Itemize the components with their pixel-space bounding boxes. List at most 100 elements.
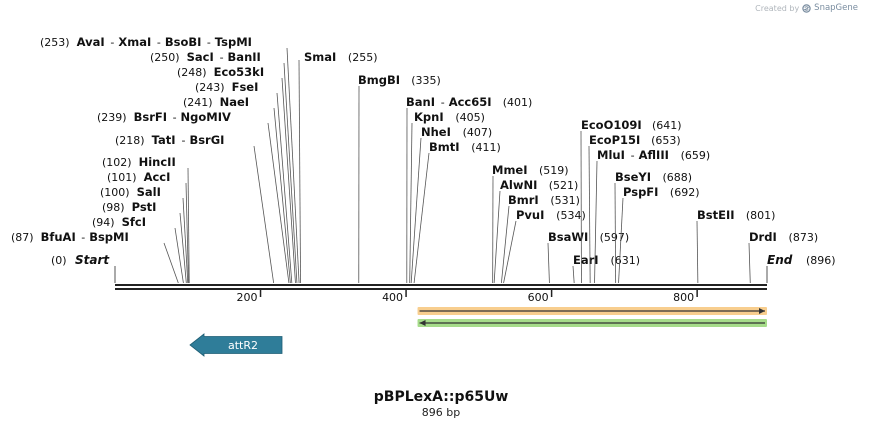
site-leader-line bbox=[185, 182, 189, 284]
enzyme-name: Eco53kI bbox=[214, 65, 265, 79]
site-leader-line bbox=[179, 212, 187, 284]
site-position: (521) bbox=[549, 179, 579, 192]
enzyme-name: KpnI bbox=[414, 110, 444, 124]
enzyme-name: SfcI bbox=[122, 215, 146, 229]
site-position: (401) bbox=[503, 96, 533, 109]
feature-label: attR2 bbox=[228, 339, 258, 352]
enzyme-name: BmtI bbox=[429, 140, 460, 154]
enzyme-name: HincII bbox=[139, 155, 176, 169]
enzyme-name: XmaI bbox=[118, 35, 151, 49]
site-separator: - bbox=[110, 36, 114, 49]
site-leader-line bbox=[298, 59, 301, 284]
site-leader-line bbox=[748, 242, 751, 284]
site-position: (653) bbox=[651, 134, 681, 147]
snapgene-logo-icon bbox=[802, 3, 811, 13]
site-leader-line bbox=[273, 107, 291, 284]
site-position: (335) bbox=[411, 74, 441, 87]
site-leader-line bbox=[493, 190, 501, 284]
tick-label: 600 bbox=[528, 291, 549, 304]
enzyme-name: EcoP15I bbox=[589, 133, 640, 147]
site-position: (659) bbox=[681, 149, 711, 162]
site-position: (102) bbox=[102, 156, 132, 169]
site-separator: - bbox=[441, 96, 445, 109]
start-position: (0) bbox=[51, 254, 67, 267]
site-position: (218) bbox=[115, 134, 145, 147]
site-separator: - bbox=[220, 51, 224, 64]
site-position: (250) bbox=[150, 51, 180, 64]
site-position: (641) bbox=[652, 119, 682, 132]
enzyme-name: BsrGI bbox=[189, 133, 224, 147]
site-position: (241) bbox=[183, 96, 213, 109]
site-position: (248) bbox=[177, 66, 207, 79]
site-separator: - bbox=[207, 36, 211, 49]
plasmid-length: 896 bp bbox=[421, 406, 461, 419]
site-position: (98) bbox=[102, 201, 125, 214]
enzyme-name: BstEII bbox=[697, 208, 735, 222]
site-separator: - bbox=[631, 149, 635, 162]
site-leader-line bbox=[283, 62, 298, 284]
enzyme-name: TatI bbox=[152, 133, 176, 147]
site-leader-line bbox=[500, 205, 510, 284]
enzyme-name: PstI bbox=[132, 200, 157, 214]
enzyme-name: BspMI bbox=[89, 230, 129, 244]
enzyme-name: BanII bbox=[228, 50, 261, 64]
enzyme-name: Acc65I bbox=[449, 95, 492, 109]
site-position: (407) bbox=[463, 126, 493, 139]
enzyme-name: SmaI bbox=[304, 50, 336, 64]
site-leader-line bbox=[174, 227, 184, 284]
enzyme-name: SacI bbox=[187, 50, 214, 64]
tick-label: 400 bbox=[382, 291, 403, 304]
site-position: (801) bbox=[746, 209, 776, 222]
end-position: (896) bbox=[806, 254, 836, 267]
enzyme-name: BsrFI bbox=[134, 110, 167, 124]
site-leader-line bbox=[696, 220, 699, 284]
site-position: (239) bbox=[97, 111, 127, 124]
feature-attR2-arrow bbox=[189, 333, 283, 357]
enzyme-name: EarI bbox=[573, 253, 599, 267]
start-label: Start bbox=[75, 253, 110, 267]
enzyme-name: MluI bbox=[597, 148, 625, 162]
enzyme-name: BfuAI bbox=[41, 230, 76, 244]
site-separator: - bbox=[157, 36, 161, 49]
site-position: (519) bbox=[539, 164, 569, 177]
site-leader-line bbox=[182, 197, 189, 284]
site-position: (597) bbox=[600, 231, 630, 244]
enzyme-name: NaeI bbox=[220, 95, 249, 109]
enzyme-name: DrdI bbox=[749, 230, 777, 244]
site-leader-line bbox=[253, 145, 275, 284]
enzyme-name: AlwNI bbox=[500, 178, 537, 192]
site-leader-line bbox=[618, 197, 624, 284]
enzyme-name: BanI bbox=[406, 95, 435, 109]
enzyme-name: BmrI bbox=[508, 193, 539, 207]
site-position: (87) bbox=[11, 231, 34, 244]
site-position: (411) bbox=[471, 141, 501, 154]
site-leader-line bbox=[163, 242, 179, 284]
site-leader-line bbox=[588, 145, 591, 284]
site-position: (243) bbox=[195, 81, 225, 94]
enzyme-name: BseYI bbox=[615, 170, 651, 184]
site-separator: - bbox=[81, 231, 85, 244]
enzyme-name: PspFI bbox=[623, 185, 658, 199]
enzyme-name: TspMI bbox=[215, 35, 252, 49]
enzyme-name: AccI bbox=[144, 170, 171, 184]
orf-arrowhead bbox=[759, 308, 765, 314]
enzyme-name: NheI bbox=[421, 125, 451, 139]
site-position: (100) bbox=[100, 186, 130, 199]
enzyme-name: MmeI bbox=[492, 163, 528, 177]
enzyme-name: BsoBI bbox=[165, 35, 202, 49]
site-position: (531) bbox=[550, 194, 580, 207]
site-position: (688) bbox=[662, 171, 692, 184]
credit-brand: SnapGene bbox=[814, 3, 858, 13]
enzyme-name: AvaI bbox=[77, 35, 105, 49]
site-position: (631) bbox=[610, 254, 640, 267]
site-leader-line bbox=[503, 220, 517, 284]
plasmid-name: pBPLexA::p65Uw bbox=[373, 389, 509, 405]
site-leader-line bbox=[614, 182, 617, 284]
site-position: (692) bbox=[670, 186, 700, 199]
site-leader-line bbox=[281, 77, 296, 284]
enzyme-name: AflIII bbox=[639, 148, 669, 162]
enzyme-name: PvuI bbox=[516, 208, 544, 222]
site-position: (94) bbox=[92, 216, 115, 229]
site-leader-line bbox=[572, 265, 575, 284]
site-position: (405) bbox=[455, 111, 485, 124]
